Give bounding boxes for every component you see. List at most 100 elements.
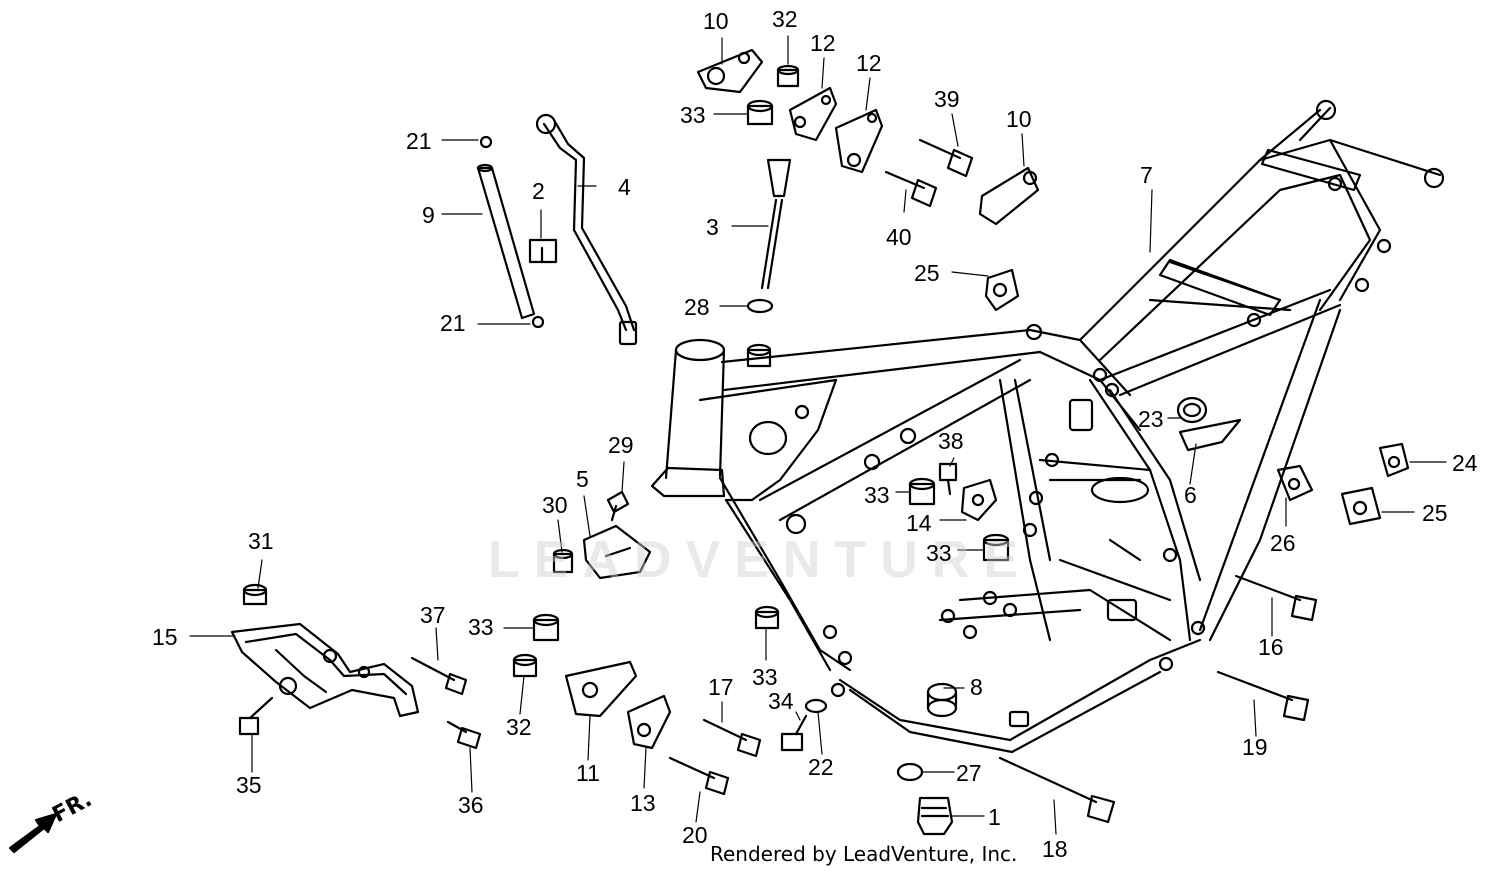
callout-label: 39: [934, 86, 960, 112]
part-hose-9: [476, 163, 536, 320]
callout-label: 17: [708, 674, 734, 700]
part-nut-33-lower: [982, 533, 1010, 562]
callout-label: 25: [914, 260, 940, 286]
part-collar-32-top: [776, 64, 800, 88]
callout-label: 11: [576, 760, 600, 786]
part-bolt-20: [668, 756, 730, 796]
leader-lines: [189, 35, 1447, 835]
part-nut-33-center: [754, 605, 780, 630]
callout-label: 21: [440, 310, 466, 336]
callout-label: 33: [680, 102, 706, 128]
callout-label: 33: [468, 614, 494, 640]
callout-label: 12: [810, 30, 836, 56]
part-nut-33-top: [746, 99, 774, 126]
callout-label: 28: [684, 294, 710, 320]
callout-label: 15: [152, 624, 178, 650]
part-clamp-25-top: [984, 268, 1020, 312]
callout-label: 3: [706, 214, 719, 240]
callout-label: 30: [542, 492, 568, 518]
callout-label: 10: [703, 8, 729, 34]
part-bolt-19: [1216, 670, 1310, 722]
callout-label: 12: [856, 50, 882, 76]
callout-label: 23: [1138, 406, 1164, 432]
callout-label: 27: [956, 760, 982, 786]
part-bolt-29: [606, 490, 630, 522]
part-bolt-37: [410, 656, 468, 696]
callout-label: 21: [406, 128, 432, 154]
callout-label: 33: [864, 482, 890, 508]
part-bolt-40: [884, 170, 938, 208]
callout-label: 22: [808, 754, 834, 780]
callout-label: 29: [608, 432, 634, 458]
part-collar-32-left: [512, 653, 538, 678]
part-bracket-15: [230, 622, 420, 718]
callout-label: 19: [1242, 734, 1268, 760]
part-bolt-36: [446, 720, 482, 750]
watermark: LEADVENTURE: [488, 531, 1033, 589]
part-clamp-25-right: [1340, 486, 1382, 526]
part-bracket-6: [1178, 418, 1242, 452]
callout-label: 37: [420, 602, 446, 628]
part-plate-12-b: [834, 108, 884, 174]
callout-label: 35: [236, 772, 262, 798]
main-frame: [650, 99, 1445, 754]
part-nut-31: [242, 583, 268, 606]
part-pipe-4: [535, 113, 638, 346]
callout-label: 36: [458, 792, 484, 818]
callout-label: 18: [1042, 836, 1068, 862]
part-bolt-18: [998, 756, 1116, 824]
callout-label: 32: [506, 714, 532, 740]
callout-label: 38: [938, 428, 964, 454]
callout-label: 25: [1422, 500, 1448, 526]
callout-label: 2: [532, 178, 545, 204]
callout-label: 33: [752, 664, 778, 690]
part-bolt-35: [238, 696, 274, 736]
callout-label: 31: [248, 528, 274, 554]
part-nut-33-left: [532, 613, 560, 642]
part-oring-27: [896, 762, 924, 782]
callout-label: 20: [682, 822, 708, 848]
callout-label: 7: [1140, 162, 1153, 188]
part-oring-28: [746, 298, 774, 314]
callout-label: 32: [772, 6, 798, 32]
callout-label: 24: [1452, 450, 1478, 476]
callout-label: 10: [1006, 106, 1032, 132]
callout-label: 40: [886, 224, 912, 250]
part-bolt-34: [780, 714, 808, 752]
part-plate-12-a: [788, 86, 838, 142]
part-bracket-10-right: [978, 166, 1040, 226]
part-grommet-2: [528, 238, 558, 264]
callout-label: 4: [618, 174, 631, 200]
callout-label: 13: [630, 790, 656, 816]
part-washer-22: [804, 698, 828, 714]
part-clamp-26: [1276, 464, 1314, 502]
callout-label: 1: [988, 804, 1001, 830]
part-bolt-17: [702, 718, 762, 758]
callout-label: 26: [1270, 530, 1296, 556]
credit-text: Rendered by LeadVenture, Inc.: [710, 842, 1018, 866]
callout-label: 14: [906, 510, 932, 536]
part-bracket-5: [582, 524, 652, 580]
front-direction-arrow: [8, 812, 58, 854]
part-bolt-16: [1234, 574, 1318, 622]
callout-label: 9: [422, 202, 435, 228]
part-plate-11: [564, 660, 638, 718]
part-clip-21-a: [479, 135, 493, 149]
part-clip-21-b: [531, 315, 545, 329]
part-bracket-10-left: [696, 48, 764, 94]
part-band-23: [1176, 396, 1208, 424]
callout-label: 33: [926, 540, 952, 566]
part-drain-plug-1: [916, 796, 954, 836]
callout-label: 5: [576, 466, 589, 492]
callout-label: 8: [970, 674, 983, 700]
part-nut-30: [552, 548, 574, 574]
part-bolt-39: [918, 138, 974, 178]
part-bolt-38: [938, 462, 958, 496]
callout-label: 6: [1184, 482, 1197, 508]
part-dipstick-3: [760, 158, 792, 290]
callout-label: 34: [768, 688, 794, 714]
part-plate-13: [626, 694, 672, 750]
part-clamp-24: [1378, 442, 1410, 478]
